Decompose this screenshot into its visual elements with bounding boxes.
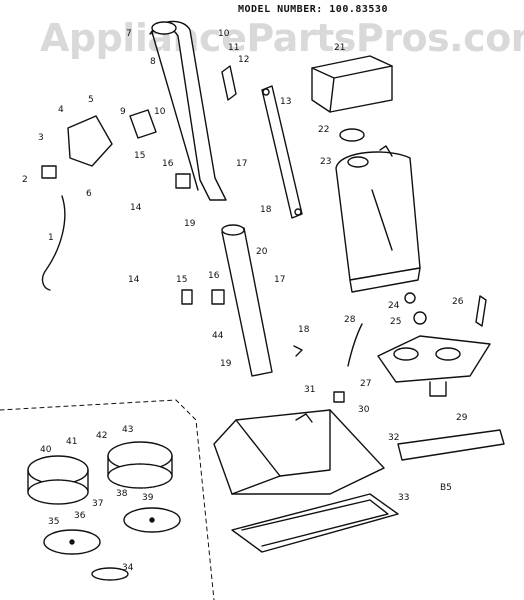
svg-text:26: 26 [452,297,464,307]
svg-text:29: 29 [456,413,468,423]
svg-text:33: 33 [398,493,409,503]
svg-text:4: 4 [58,105,64,115]
svg-text:32: 32 [388,433,399,443]
svg-text:8: 8 [150,57,156,67]
svg-text:34: 34 [122,563,134,573]
part-43-brush [107,441,173,489]
part-12 [221,65,237,101]
svg-text:24: 24 [388,301,400,311]
svg-text:43: 43 [122,425,133,435]
svg-text:6: 6 [86,189,92,199]
svg-text:23: 23 [320,157,331,167]
svg-text:16: 16 [162,159,174,169]
svg-text:40: 40 [40,445,52,455]
part-1-cord [41,195,66,291]
svg-text:36: 36 [74,511,86,521]
svg-text:16: 16 [208,271,220,281]
part-34 [91,567,129,581]
part-40-brush [27,455,89,505]
svg-text:31: 31 [304,385,315,395]
svg-text:9: 9 [120,107,126,117]
svg-text:27: 27 [360,379,371,389]
model-number: MODEL NUMBER: 100.83530 [238,4,388,15]
part-handle-brace [261,85,303,219]
svg-text:11: 11 [228,43,239,53]
watermark: AppliancePartsPros.com [40,16,524,60]
part-27-tray [377,335,491,397]
svg-text:42: 42 [96,431,107,441]
svg-text:13: 13 [280,97,291,107]
svg-text:10: 10 [218,29,230,39]
svg-text:21: 21 [334,43,345,53]
part-9-plate [129,109,157,139]
svg-text:14: 14 [130,203,142,213]
svg-text:15: 15 [176,275,187,285]
svg-text:28: 28 [344,315,356,325]
svg-text:10: 10 [154,107,166,117]
svg-text:14: 14 [128,275,140,285]
svg-text:25: 25 [390,317,401,327]
part-32-strip [397,429,505,461]
part-22-cap [339,128,365,142]
svg-text:22: 22 [318,125,329,135]
part-5-bracket [67,115,113,167]
svg-text:19: 19 [220,359,232,369]
part-31-housing [213,409,385,495]
svg-text:41: 41 [66,437,77,447]
svg-text:12: 12 [238,55,249,65]
svg-text:15: 15 [134,151,145,161]
svg-text:18: 18 [260,205,272,215]
part-33-plate [231,493,399,553]
svg-text:B5: B5 [440,483,452,493]
svg-text:20: 20 [256,247,268,257]
svg-text:19: 19 [184,219,196,229]
svg-text:18: 18 [298,325,310,335]
svg-text:44: 44 [212,331,224,341]
svg-text:30: 30 [358,405,370,415]
svg-text:17: 17 [274,275,285,285]
svg-text:7: 7 [126,29,132,39]
svg-text:1: 1 [48,233,54,243]
svg-text:37: 37 [92,499,103,509]
svg-text:3: 3 [38,133,44,143]
svg-text:17: 17 [236,159,247,169]
svg-text:2: 2 [22,175,28,185]
svg-text:38: 38 [116,489,128,499]
part-lower-tube [221,224,273,377]
svg-text:35: 35 [48,517,59,527]
part-upper-handle [149,20,227,201]
svg-text:39: 39 [142,493,154,503]
svg-text:5: 5 [88,95,94,105]
part-23-tank [335,145,421,293]
part-21-lid [311,55,393,113]
